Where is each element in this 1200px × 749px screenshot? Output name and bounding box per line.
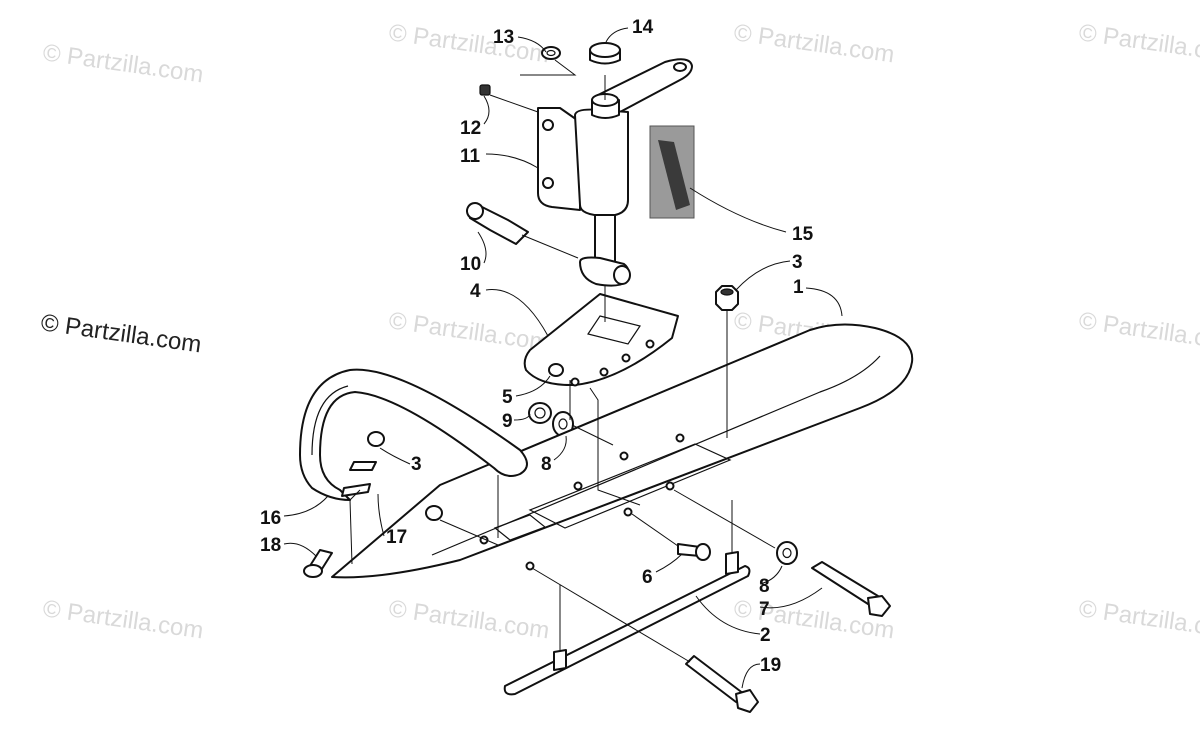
part-decal-15: [649, 125, 695, 219]
callout-8-lower: 8: [759, 576, 770, 597]
watermark: © Partzilla.com: [387, 307, 551, 356]
part-ski-1: [299, 323, 914, 579]
watermark: © Partzilla.com: [732, 19, 896, 68]
part-fitting-12: [479, 84, 491, 96]
callout-18: 18: [260, 535, 281, 556]
callout-15: 15: [792, 224, 814, 245]
part-washer-8-upper: [552, 411, 574, 437]
callout-3-top: 3: [792, 252, 803, 273]
callout-6: 6: [642, 567, 653, 588]
watermark: © Partzilla.com: [1077, 307, 1200, 356]
callout-17: 17: [386, 527, 407, 548]
part-bolt-18: [303, 549, 333, 578]
part-spindle-housing-11: [537, 58, 693, 287]
watermark: © Partzilla.com: [1077, 595, 1200, 644]
parts-drawing: [299, 42, 914, 713]
callout-14: 14: [632, 17, 654, 38]
part-saddle-4: [523, 293, 679, 387]
callout-9: 9: [502, 411, 513, 432]
callout-13: 13: [493, 27, 514, 48]
part-nut-3-middle: [367, 431, 443, 521]
part-washer-13: [541, 46, 561, 60]
part-clip-17: [341, 461, 377, 497]
callout-5: 5: [502, 387, 513, 408]
watermark: © Partzilla.com: [387, 595, 551, 644]
callout-1: 1: [793, 277, 804, 298]
callout-10: 10: [460, 254, 481, 275]
watermark: © Partzilla.com: [387, 19, 551, 68]
callout-2: 2: [760, 625, 771, 646]
part-nut-5: [548, 363, 564, 377]
callout-8-upper: 8: [541, 454, 552, 475]
callout-11: 11: [460, 146, 481, 167]
part-bolt-7: [811, 561, 891, 617]
callout-7: 7: [759, 599, 770, 620]
part-wear-bar-2: [503, 551, 751, 696]
part-cap-14: [589, 42, 621, 65]
watermark: © Partzilla.com: [41, 595, 205, 644]
callout-12: 12: [460, 118, 481, 139]
part-bushing-9: [528, 402, 552, 424]
leader-lines: [283, 27, 843, 689]
watermark-main: © Partzilla.com: [39, 309, 203, 358]
callout-3-middle: 3: [411, 454, 422, 475]
callout-19: 19: [760, 655, 781, 676]
callout-16: 16: [260, 508, 281, 529]
part-bolt-19: [685, 655, 759, 713]
watermark: © Partzilla.com: [41, 39, 205, 88]
watermark: © Partzilla.com: [1077, 19, 1200, 68]
callout-4: 4: [470, 281, 481, 302]
part-bolt-6: [677, 543, 711, 561]
part-nut-3-top: [715, 285, 739, 311]
part-bushing-10: [466, 202, 529, 245]
callout-labels: 13 14 12 11 15 10 3 1 4 5 9 8 3 16 17 18…: [260, 17, 814, 676]
part-washer-8-lower: [776, 541, 798, 565]
